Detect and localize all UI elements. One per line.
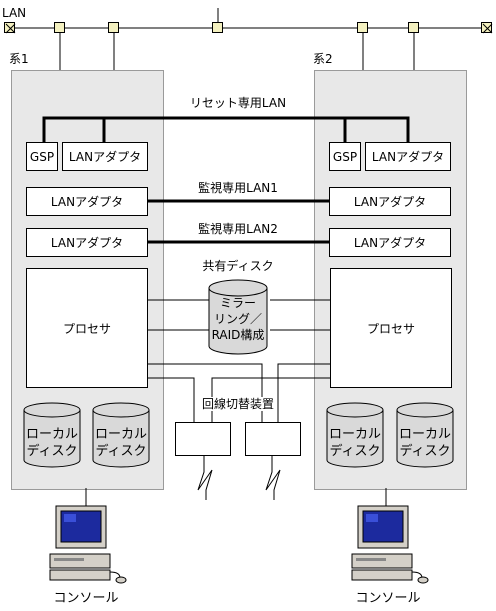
lan-tap [357, 22, 368, 33]
sys2-lan-adapter-2: LANアダプタ [329, 228, 451, 257]
sys1-local-disk-b-text: ローカル ディスク [95, 426, 147, 460]
monitor-lan2-label: 監視専用LAN2 [198, 222, 278, 236]
disk-text-line: ディスク [329, 444, 381, 459]
sys2-lan-adapter-1: LANアダプタ [329, 187, 451, 216]
sys2-lan-adapter-top: LANアダプタ [365, 142, 451, 171]
console-left-icon [49, 505, 127, 584]
system-2-label: 系2 [313, 52, 333, 66]
sys1-local-disk-a [23, 402, 81, 468]
sys2-local-disk-b [396, 402, 454, 468]
disk-text-line: ローカル [328, 427, 382, 442]
lan-terminator-right [481, 22, 493, 34]
lan-tap [54, 22, 65, 33]
disk-text-line: ディスク [399, 444, 451, 459]
shared-disk-text-line: RAID構成 [211, 328, 265, 342]
sys1-lan-adapter-top: LANアダプタ [62, 142, 148, 171]
disk-text-line: ディスク [26, 444, 78, 459]
sys2-gsp-box: GSP [329, 142, 361, 171]
sys1-lan-adapter-1: LANアダプタ [26, 187, 148, 216]
lan-terminator-left [4, 22, 16, 34]
line-switch-label: 回線切替装置 [199, 397, 277, 411]
console-right-icon [351, 505, 429, 584]
disk-text-line: ディスク [95, 444, 147, 459]
reset-lan-label: リセット専用LAN [189, 96, 287, 110]
sys1-lan-adapter-2: LANアダプタ [26, 228, 148, 257]
sys1-gsp-box: GSP [26, 142, 58, 171]
sys1-processor: プロセサ [26, 268, 148, 388]
lan-tap [408, 22, 419, 33]
lan-tap [212, 22, 223, 33]
sys2-processor: プロセサ [330, 268, 452, 388]
disk-text-line: ローカル [398, 427, 452, 442]
console-right-label: コンソール [355, 591, 421, 606]
sys2-local-disk-a-text: ローカル ディスク [329, 426, 381, 460]
lan-label: LAN [2, 6, 27, 20]
sys2-local-disk-b-text: ローカル ディスク [399, 426, 451, 460]
system-1-label: 系1 [9, 52, 29, 66]
disk-text-line: ローカル [94, 427, 148, 442]
sys1-local-disk-b [92, 402, 150, 468]
sys1-local-disk-a-text: ローカル ディスク [26, 426, 78, 460]
line-switch-unit-b [245, 422, 301, 456]
shared-disk-label: 共有ディスク [202, 259, 274, 273]
lan-tap [108, 22, 119, 33]
sys2-local-disk-a [326, 402, 384, 468]
shared-disk-text-line: リング／ [213, 312, 262, 326]
line-switch-unit-a [175, 422, 231, 456]
console-left-label: コンソール [53, 591, 119, 606]
disk-text-line: ローカル [25, 427, 79, 442]
monitor-lan1-label: 監視専用LAN1 [198, 181, 278, 195]
shared-disk-text-line: ミラー [219, 296, 256, 310]
shared-disk-text: ミラー リング／ RAID構成 [212, 295, 265, 343]
